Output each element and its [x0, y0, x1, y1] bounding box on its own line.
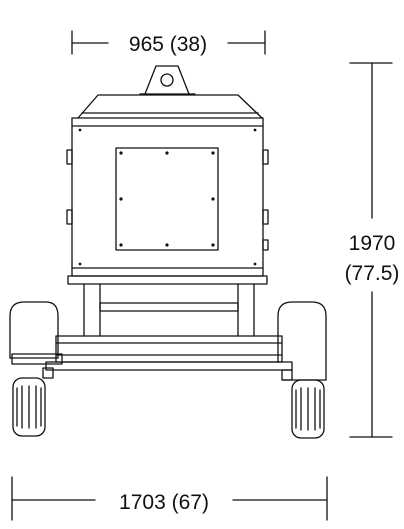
height-in-label: (77.5): [345, 262, 400, 285]
right-tyre: [281, 369, 325, 439]
height-dimension-lines: [349, 62, 393, 438]
lifting-eye: [139, 65, 196, 95]
bottom-width-label: 1703 (67): [119, 491, 209, 514]
generator-housing: [66, 94, 269, 285]
trailer-frame: [45, 283, 293, 371]
left-fender: [9, 301, 63, 365]
access-panel: [115, 147, 219, 251]
bottom-width-dimension-lines: [11, 476, 328, 521]
left-tyre: [12, 367, 54, 437]
top-width-dimension-lines: [71, 30, 266, 55]
height-mm-label: 1970: [349, 232, 396, 255]
top-width-label: 965 (38): [129, 33, 207, 56]
panel-bolts: [78, 128, 257, 266]
right-fender: [277, 301, 327, 381]
